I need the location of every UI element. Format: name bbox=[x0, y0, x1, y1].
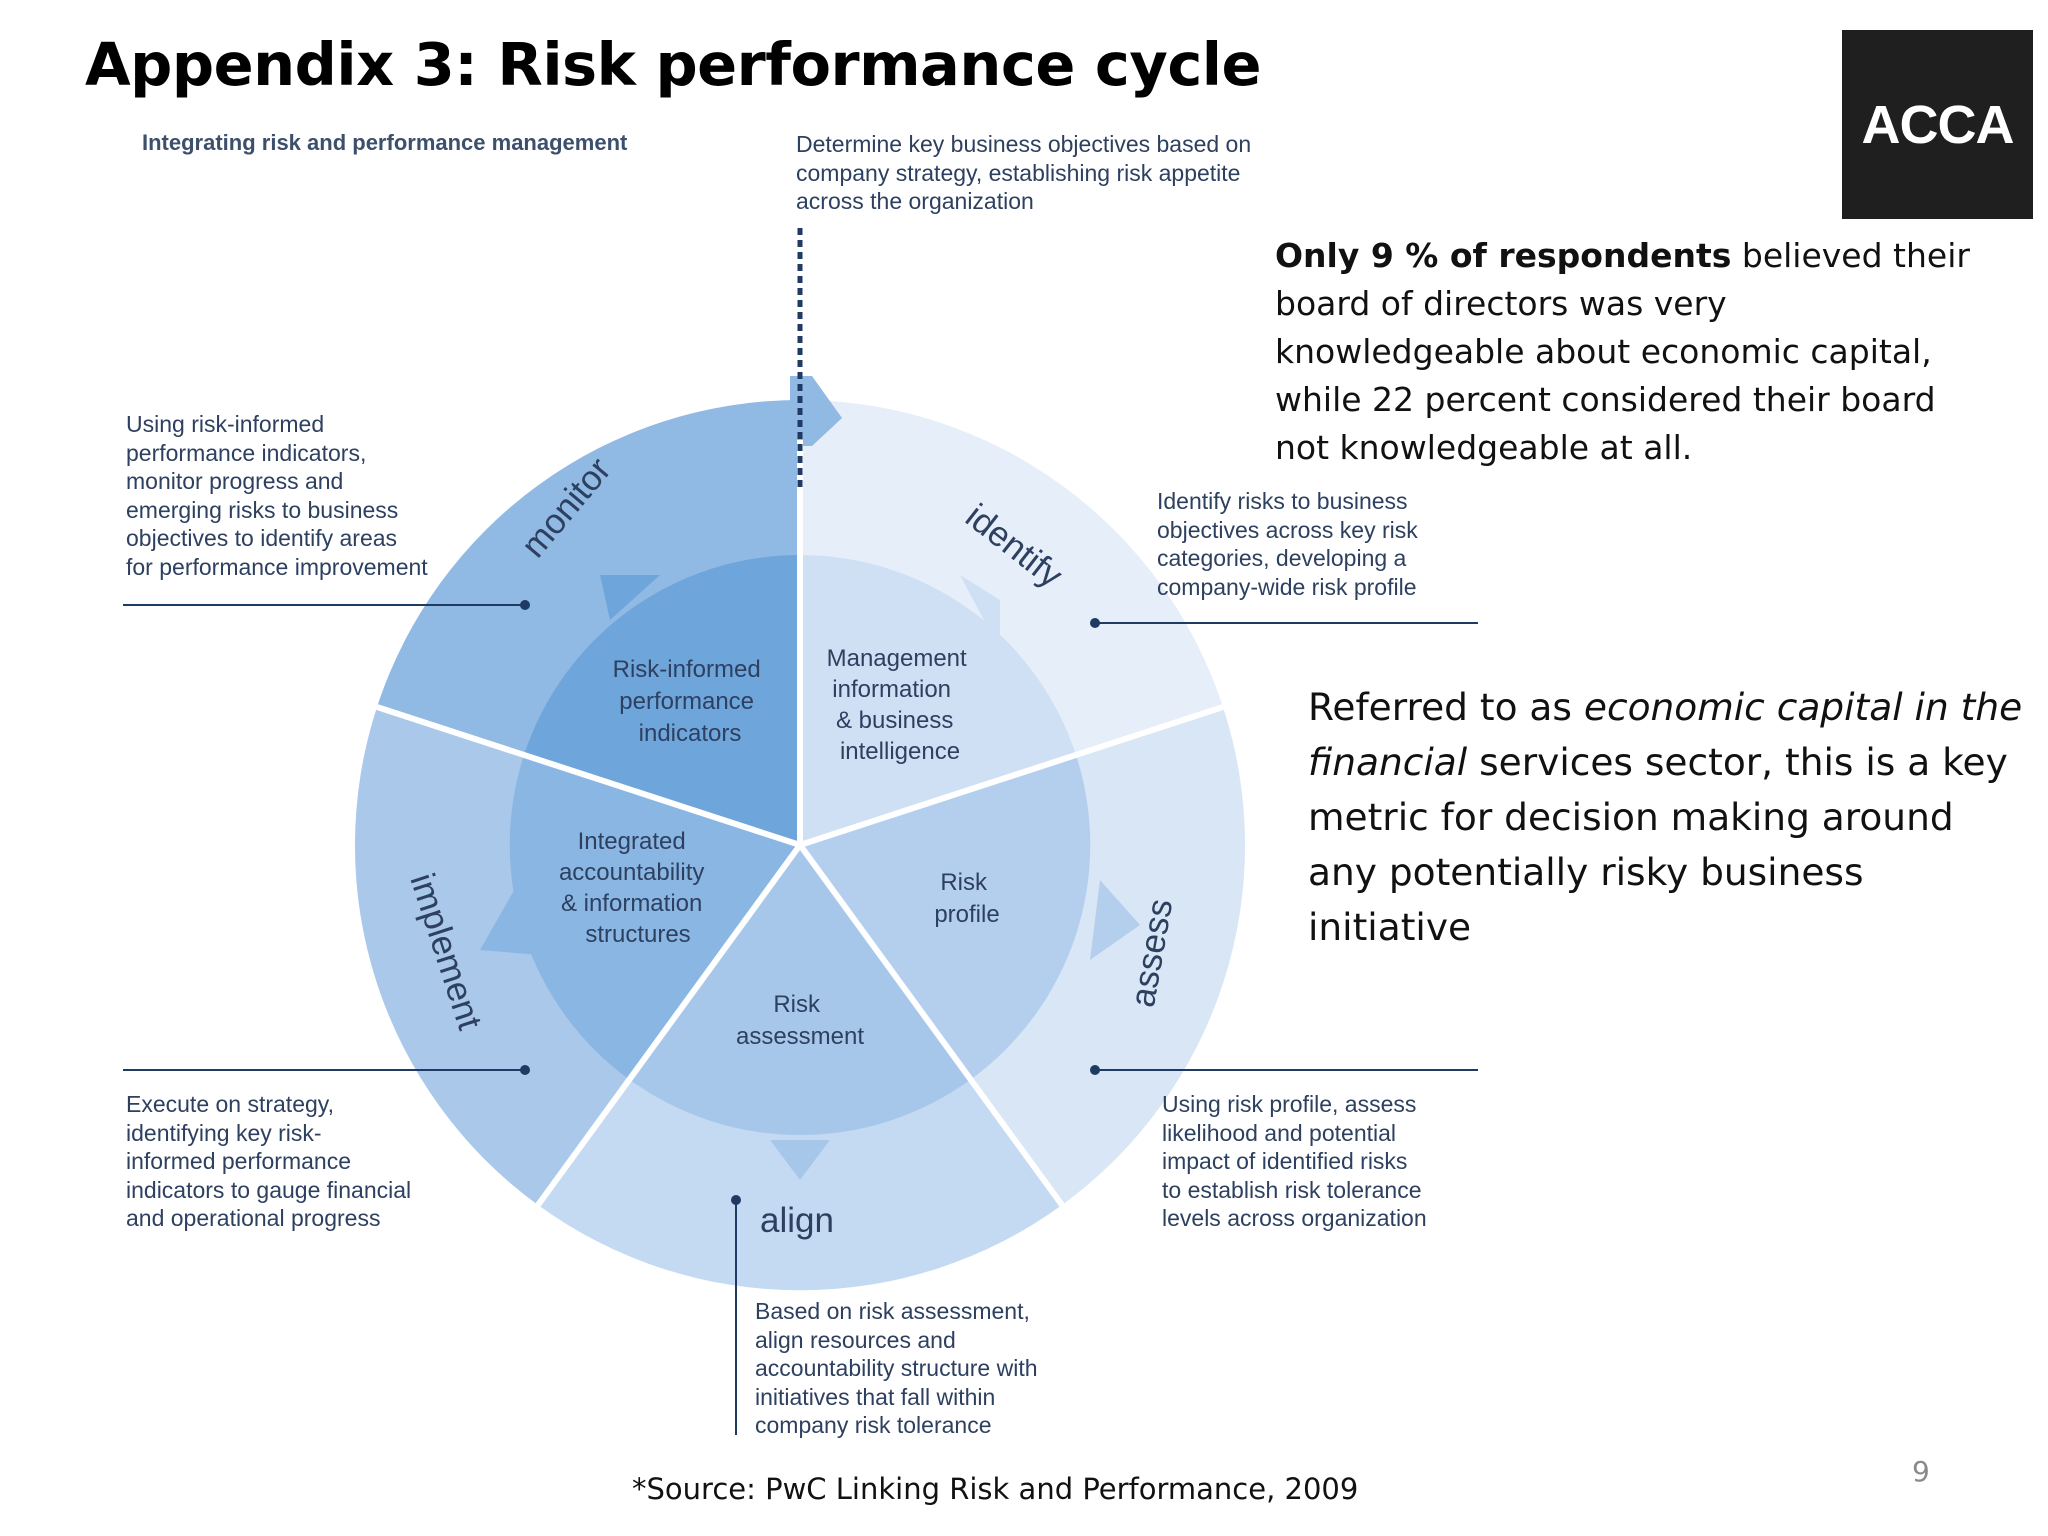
note-assess: Using risk profile, assess likelihood an… bbox=[1162, 1091, 1427, 1231]
inner-arrow-implement bbox=[480, 880, 540, 955]
note-implement: Execute on strategy, identifying key ris… bbox=[126, 1091, 412, 1231]
inner-labels: Risk-informed performance indicators Man… bbox=[559, 645, 1000, 1050]
callout-board-text: believed their board of directors was ve… bbox=[1275, 236, 1970, 467]
assess-inner-segment bbox=[800, 755, 1091, 1080]
divider-bottom-left bbox=[535, 843, 803, 1207]
inner-label-align: Risk assessment bbox=[736, 991, 864, 1050]
diagram-heading: Integrating risk and performance managem… bbox=[142, 130, 628, 155]
inner-arrow-assess bbox=[1090, 880, 1140, 960]
acca-logo: ACCA bbox=[1842, 30, 2033, 219]
inner-label-identify: Management information & business intell… bbox=[827, 645, 974, 765]
divider-right bbox=[799, 704, 1224, 848]
callout-board-knowledge: Only 9 % of respondents believed their b… bbox=[1275, 232, 1975, 472]
divider-left bbox=[376, 704, 801, 848]
risk-cycle-diagram: monitor identify implement assess align … bbox=[123, 228, 1478, 1435]
monitor-arrow-tip bbox=[790, 376, 842, 446]
inner-label-assess: Risk profile bbox=[934, 869, 999, 928]
align-inner-segment bbox=[630, 845, 970, 1136]
slide-title: Appendix 3: Risk performance cycle bbox=[85, 30, 1262, 99]
inner-arrow-monitor bbox=[600, 575, 660, 620]
identify-inner-segment bbox=[800, 554, 1076, 845]
assess-connector-dot bbox=[1090, 1065, 1100, 1075]
note-monitor: Using risk-informed performance indicato… bbox=[126, 411, 428, 580]
phase-label-align: align bbox=[760, 1201, 834, 1240]
callout-econ-post: services sector, this is a key metric fo… bbox=[1308, 740, 2008, 949]
inner-arrow-identify bbox=[960, 575, 1000, 650]
note-identify: Identify risks to business objectives ac… bbox=[1157, 488, 1418, 600]
logo-text: ACCA bbox=[1861, 94, 2015, 155]
note-objectives: Determine key business objectives based … bbox=[796, 131, 1252, 214]
identify-connector-dot bbox=[1090, 618, 1100, 628]
implement-connector-dot bbox=[520, 1065, 530, 1075]
segment-dividers bbox=[376, 440, 1224, 1207]
monitor-connector-dot bbox=[520, 600, 530, 610]
implement-inner-segment bbox=[509, 755, 800, 1080]
page-number: 9 bbox=[1912, 1455, 1930, 1488]
callout-board-bold: Only 9 % of respondents bbox=[1275, 236, 1732, 275]
divider-bottom-right bbox=[797, 843, 1065, 1207]
callout-econ-italic: economic capital in the financial bbox=[1308, 685, 2023, 784]
inner-label-implement: Integrated accountability & information … bbox=[559, 828, 711, 948]
inner-arrow-align bbox=[770, 1140, 830, 1180]
note-connectors bbox=[123, 600, 1478, 1435]
monitor-inner-segment bbox=[524, 554, 800, 845]
inner-label-monitor: Risk-informed performance indicators bbox=[613, 656, 768, 747]
callout-econ-pre: Referred to as bbox=[1308, 685, 1584, 729]
callout-economic-capital: Referred to as economic capital in the f… bbox=[1308, 680, 2028, 955]
note-align: Based on risk assessment, align resource… bbox=[755, 1298, 1038, 1438]
align-connector-dot bbox=[731, 1195, 741, 1205]
source-citation: *Source: PwC Linking Risk and Performanc… bbox=[632, 1472, 1359, 1506]
